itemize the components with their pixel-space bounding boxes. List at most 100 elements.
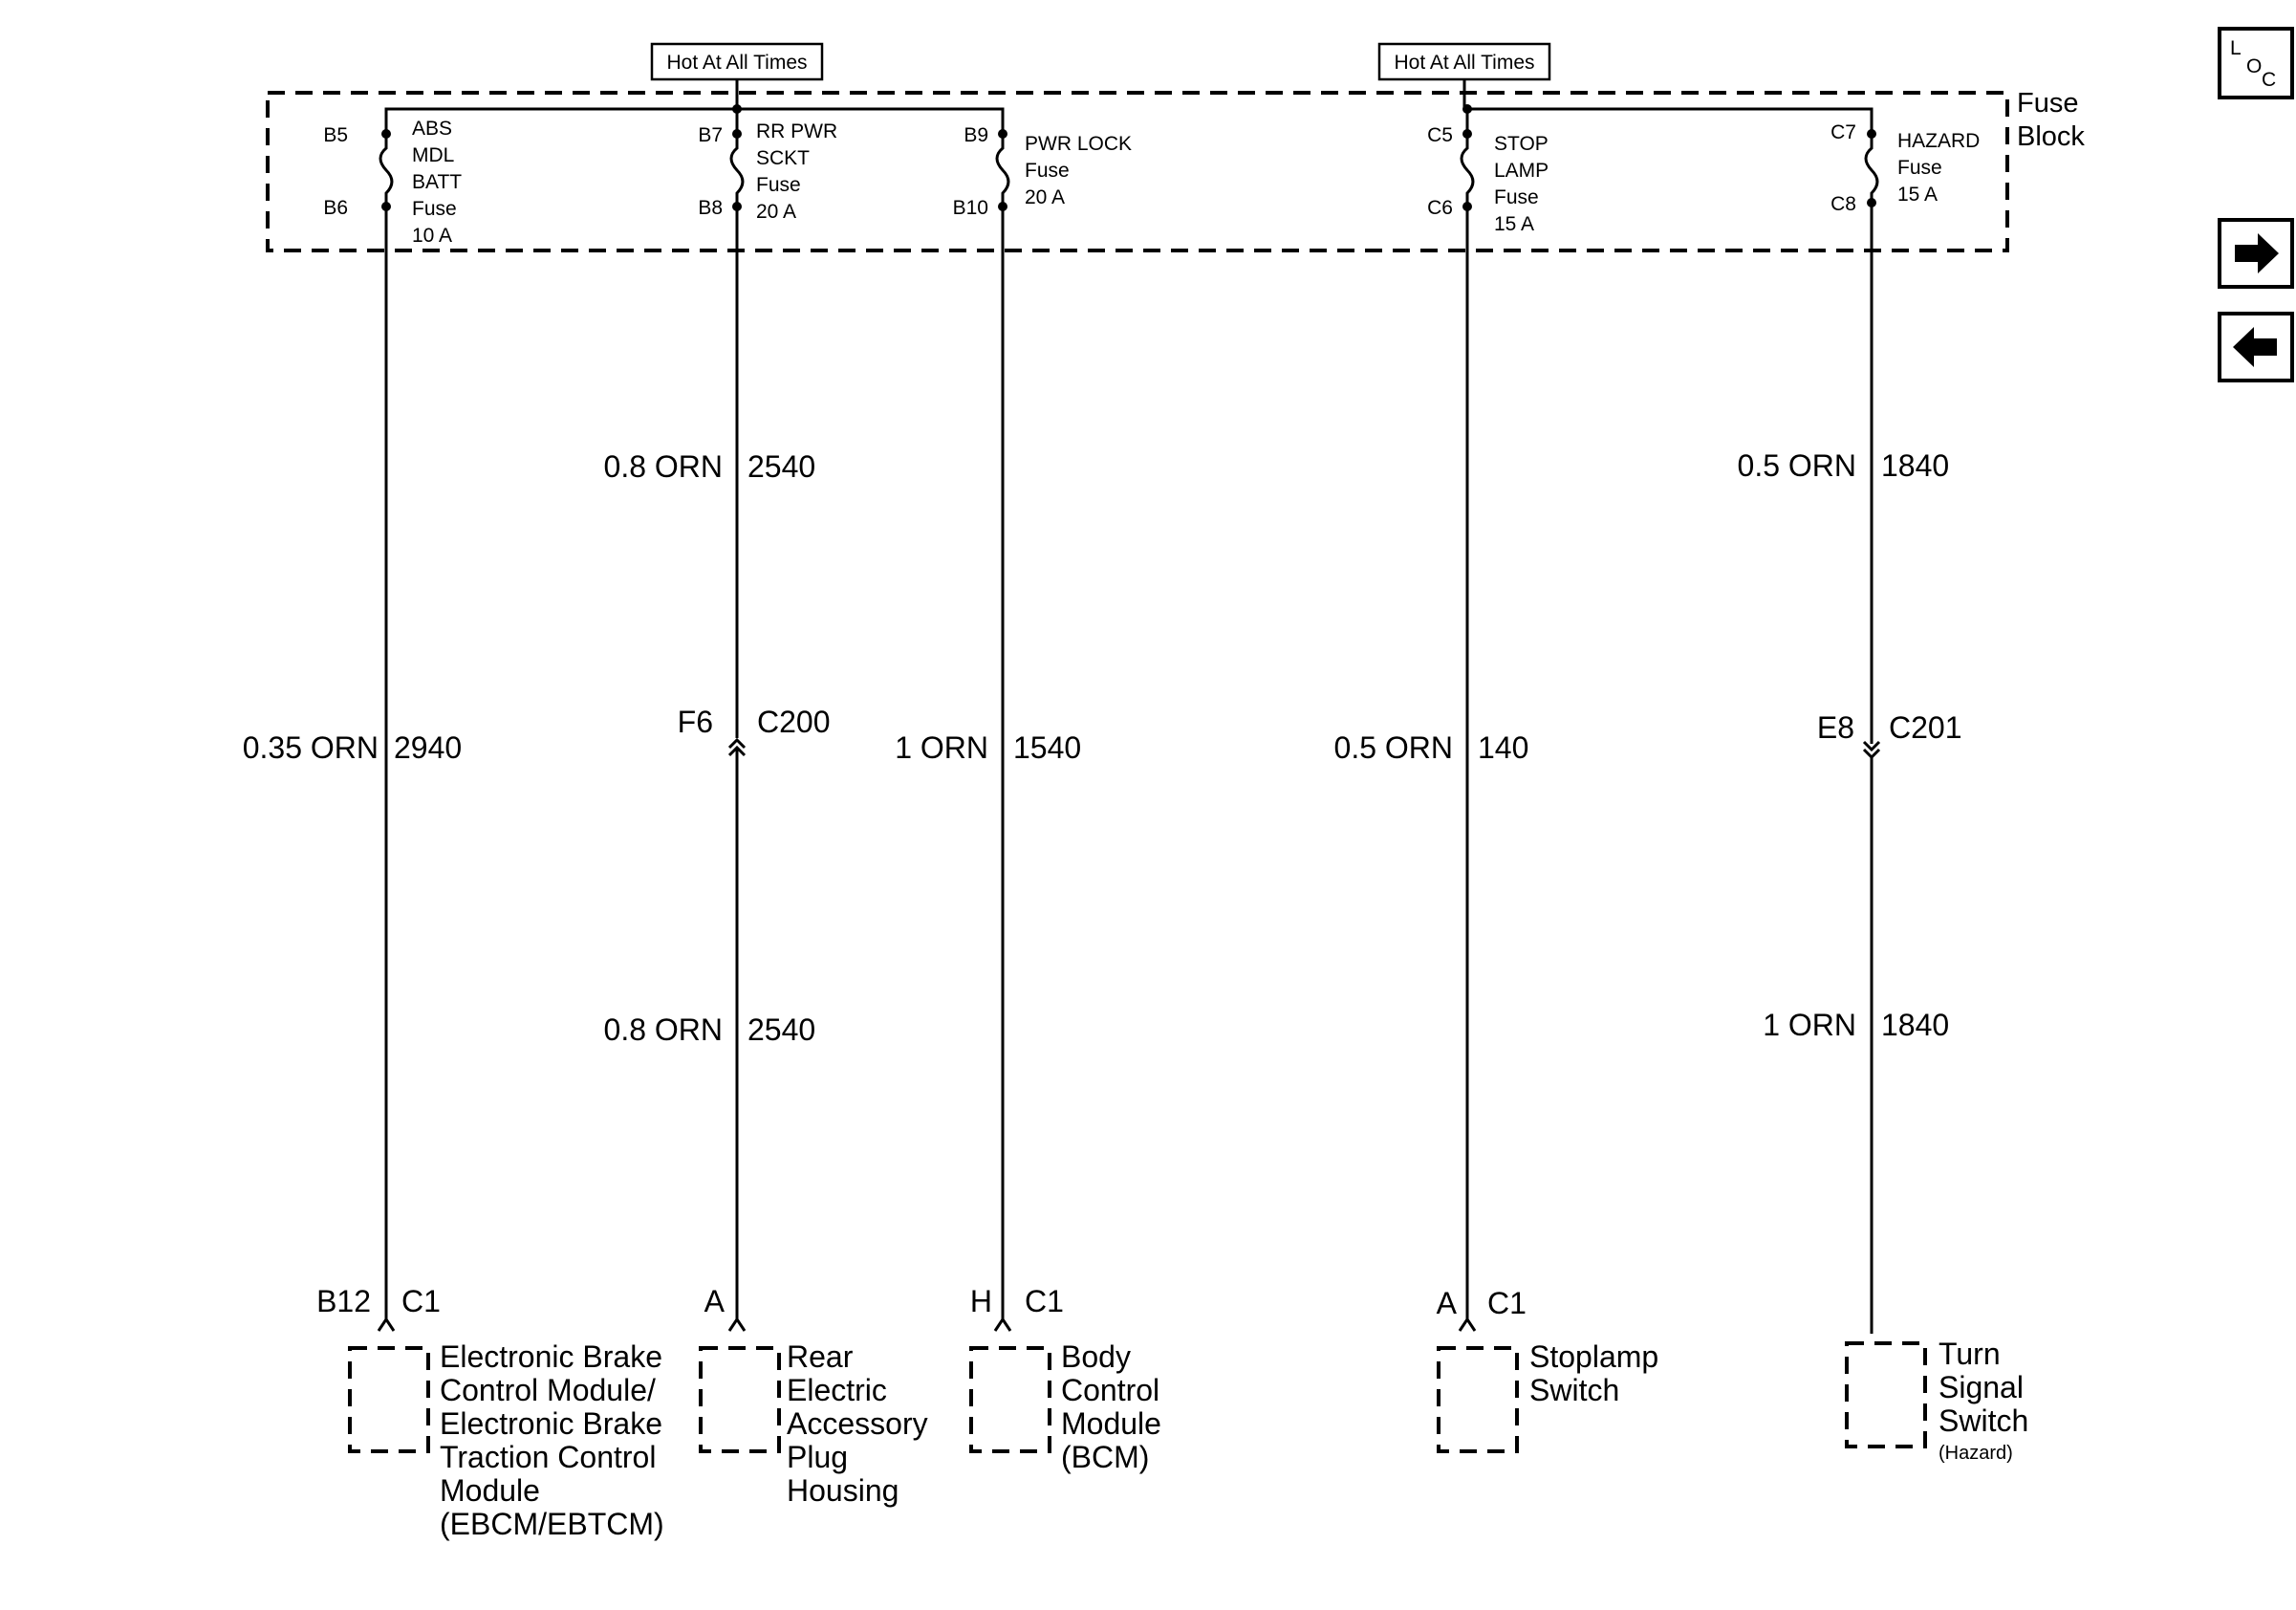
- component-stoplamp-switch: A C1 Stoplamp Switch: [1437, 1286, 1658, 1453]
- pin-b7: B7: [698, 124, 723, 146]
- wire-label-2540-lower: 0.8 ORN 2540: [604, 1012, 816, 1047]
- svg-text:PWR LOCK: PWR LOCK: [1025, 133, 1132, 155]
- svg-text:15 A: 15 A: [1897, 184, 1938, 206]
- svg-text:(EBCM/EBTCM): (EBCM/EBTCM): [440, 1507, 664, 1541]
- wire-label-140: 0.5 ORN 140: [1334, 730, 1529, 765]
- svg-text:RR PWR: RR PWR: [756, 120, 837, 142]
- loc-icon[interactable]: L O C: [2218, 27, 2294, 99]
- pin-b9: B9: [964, 124, 988, 146]
- svg-text:1840: 1840: [1881, 448, 1949, 483]
- bus-bar-right: [1465, 107, 1874, 138]
- fuse-block-label-line2: Block: [2017, 121, 2085, 152]
- pin-a: A: [704, 1284, 726, 1318]
- svg-text:O: O: [2246, 55, 2262, 77]
- svg-text:Control: Control: [1061, 1373, 1159, 1407]
- svg-text:(BCM): (BCM): [1061, 1440, 1149, 1474]
- fuse-stop-lamp: C5 C6 STOP LAMP Fuse 15 A: [1427, 124, 1549, 235]
- pin-b10: B10: [953, 197, 988, 219]
- svg-text:140: 140: [1478, 730, 1528, 765]
- svg-text:Control Module/: Control Module/: [440, 1373, 656, 1407]
- hot-at-all-times-label-left: Hot At All Times: [650, 42, 824, 81]
- inline-connector-c201: E8 C201: [1817, 710, 1962, 760]
- svg-text:0.35 ORN: 0.35 ORN: [243, 730, 379, 765]
- svg-text:ABS: ABS: [412, 118, 452, 140]
- arrow-right-icon[interactable]: [2218, 218, 2294, 289]
- svg-text:0.8 ORN: 0.8 ORN: [604, 1012, 723, 1047]
- svg-text:Body: Body: [1061, 1339, 1131, 1374]
- svg-text:2540: 2540: [747, 1012, 815, 1047]
- wire-label-2540-upper: 0.8 ORN 2540: [604, 449, 816, 484]
- svg-text:Fuse: Fuse: [756, 174, 801, 196]
- svg-text:C: C: [2262, 69, 2276, 91]
- svg-text:Fuse: Fuse: [1025, 160, 1070, 182]
- svg-text:Hot At All Times: Hot At All Times: [666, 52, 807, 74]
- svg-text:STOP: STOP: [1494, 133, 1549, 155]
- pin-b12: B12: [316, 1284, 371, 1318]
- pin-c6: C6: [1427, 197, 1453, 219]
- arrow-left-icon[interactable]: [2218, 312, 2294, 382]
- svg-text:20 A: 20 A: [756, 201, 796, 223]
- svg-text:Module: Module: [1061, 1406, 1161, 1441]
- component-turn-signal-switch: Turn Signal Switch (Hazard): [1845, 1337, 2028, 1464]
- svg-text:0.8 ORN: 0.8 ORN: [604, 449, 723, 484]
- svg-text:0.5 ORN: 0.5 ORN: [1738, 448, 1856, 483]
- svg-text:F6: F6: [678, 705, 713, 739]
- svg-text:Module: Module: [440, 1473, 540, 1508]
- svg-text:C201: C201: [1889, 710, 1962, 745]
- component-rear-accessory-plug: A Rear Electric Accessory Plug Housing: [699, 1284, 928, 1508]
- svg-text:Electric: Electric: [787, 1373, 887, 1407]
- pin-a-stoplamp: A: [1437, 1286, 1458, 1320]
- svg-text:20 A: 20 A: [1025, 186, 1065, 208]
- svg-text:Switch: Switch: [1529, 1373, 1619, 1407]
- wire-label-1540: 1 ORN 1540: [895, 730, 1081, 765]
- svg-text:Plug: Plug: [787, 1440, 848, 1474]
- fuse-pwr-lock: B9 B10 PWR LOCK Fuse 20 A: [953, 124, 1132, 219]
- svg-text:L: L: [2230, 37, 2242, 59]
- bus-bar-left: [384, 107, 1005, 138]
- wire-label-2940: 0.35 ORN 2940: [243, 730, 462, 765]
- svg-text:Rear: Rear: [787, 1339, 854, 1374]
- svg-text:Stoplamp: Stoplamp: [1529, 1339, 1658, 1374]
- component-ebcm: B12 C1 Electronic Brake Control Module/ …: [316, 1284, 664, 1541]
- component-bcm: H C1 Body Control Module (BCM): [969, 1284, 1161, 1474]
- connector-c1-stoplamp: C1: [1487, 1286, 1527, 1320]
- svg-text:1 ORN: 1 ORN: [895, 730, 988, 765]
- pin-c5: C5: [1427, 124, 1453, 146]
- inline-connector-c200: F6 C200: [678, 705, 831, 757]
- svg-text:Turn: Turn: [1939, 1337, 2001, 1371]
- svg-text:2940: 2940: [394, 730, 462, 765]
- svg-text:10 A: 10 A: [412, 225, 452, 247]
- svg-text:MDL: MDL: [412, 144, 454, 166]
- svg-text:Fuse: Fuse: [1494, 186, 1539, 208]
- svg-text:Fuse: Fuse: [412, 198, 457, 220]
- svg-text:Electronic Brake: Electronic Brake: [440, 1406, 662, 1441]
- svg-text:Signal: Signal: [1939, 1370, 2024, 1404]
- fuse-rr-pwr-sckt: B7 B8 RR PWR SCKT Fuse 20 A: [698, 109, 837, 223]
- connector-c1-bcm: C1: [1025, 1284, 1064, 1318]
- fuse-hazard: C7 C8 HAZARD Fuse 15 A: [1830, 121, 1980, 215]
- pin-c8: C8: [1830, 193, 1856, 215]
- fuse-abs-mdl-batt: B5 B6 ABS MDL BATT Fuse 10 A: [323, 118, 462, 247]
- pin-c7: C7: [1830, 121, 1856, 143]
- svg-text:Electronic Brake: Electronic Brake: [440, 1339, 662, 1374]
- svg-text:Fuse: Fuse: [1897, 157, 1942, 179]
- svg-text:C200: C200: [757, 705, 831, 739]
- svg-text:Hot At All Times: Hot At All Times: [1394, 52, 1534, 74]
- svg-text:BATT: BATT: [412, 171, 462, 193]
- wire-label-1840-lower: 1 ORN 1840: [1763, 1008, 1949, 1042]
- svg-text:0.5 ORN: 0.5 ORN: [1334, 730, 1453, 765]
- svg-text:(Hazard): (Hazard): [1939, 1443, 2013, 1464]
- svg-text:Housing: Housing: [787, 1473, 899, 1508]
- svg-text:LAMP: LAMP: [1494, 160, 1549, 182]
- pin-b8: B8: [698, 197, 723, 219]
- fuse-block-label: Fuse: [2017, 88, 2078, 119]
- pin-h: H: [970, 1284, 992, 1318]
- pin-b6: B6: [323, 197, 348, 219]
- pin-b5: B5: [323, 124, 348, 146]
- connector-c1: C1: [401, 1284, 441, 1318]
- svg-text:1840: 1840: [1881, 1008, 1949, 1042]
- svg-text:1540: 1540: [1013, 730, 1081, 765]
- svg-text:Accessory: Accessory: [787, 1406, 928, 1441]
- svg-text:15 A: 15 A: [1494, 213, 1534, 235]
